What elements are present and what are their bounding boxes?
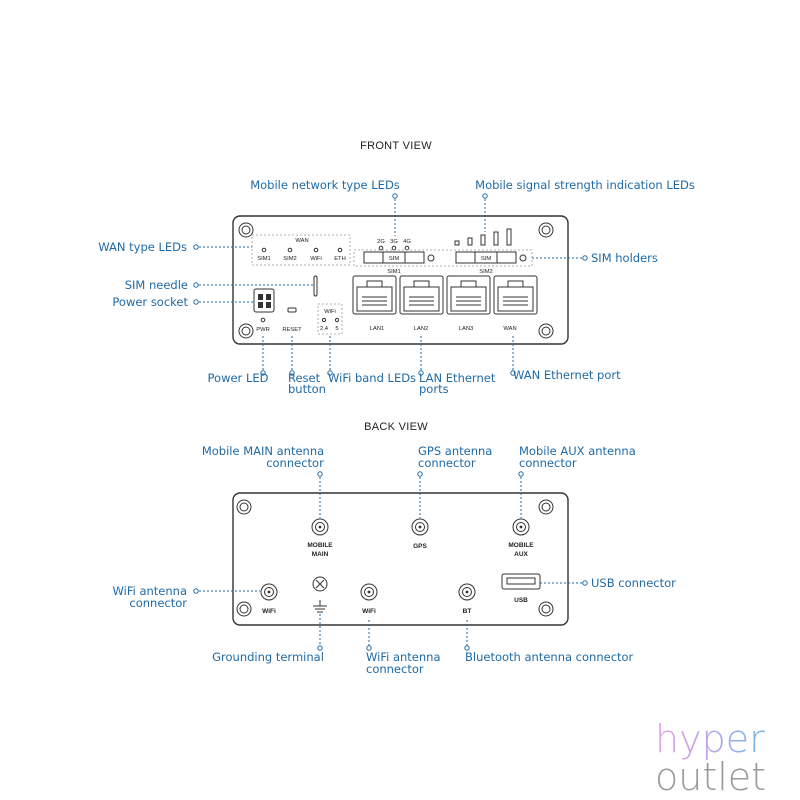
reset-button-callout-line2: button bbox=[288, 382, 326, 396]
eth-led-label: ETH bbox=[334, 256, 346, 262]
grounding-terminal-callout: Grounding terminal bbox=[212, 650, 324, 664]
power-socket-callout: Power socket bbox=[112, 295, 188, 309]
mobile-main-connector bbox=[311, 518, 329, 536]
pwr-label: PWR bbox=[256, 327, 270, 333]
eth-led bbox=[337, 247, 343, 253]
gps-connector bbox=[411, 518, 429, 536]
sim2-led-label: SIM2 bbox=[283, 256, 297, 262]
wifi-mid-label: WiFi bbox=[362, 608, 376, 615]
wifi-connector-mid bbox=[360, 583, 378, 601]
reset-button-callout: Reset bbox=[288, 371, 321, 385]
reset-button bbox=[287, 307, 297, 313]
mobile-aux-callout: Mobile AUX antenna bbox=[519, 444, 636, 458]
sim-holders-callout: SIM holders bbox=[591, 251, 658, 265]
wifi-left-callout-line2: connector bbox=[129, 596, 187, 610]
bt-label: BT bbox=[463, 608, 472, 615]
wifi-left-label: WiFi bbox=[262, 608, 276, 615]
front-device: WAN SIM1 SIM2 WiFi ETH 2G 3G 4G SIM bbox=[232, 215, 569, 345]
sim-needle bbox=[313, 275, 318, 297]
wifi-band-leds-callout: WiFi band LEDs bbox=[328, 371, 416, 385]
sim2-slot-text: SIM bbox=[481, 256, 491, 262]
sim1-slot-text: SIM bbox=[389, 256, 399, 262]
sim1-led-label: SIM1 bbox=[257, 256, 271, 262]
wifi-5-label: 5 bbox=[335, 326, 338, 332]
lan2-label: LAN2 bbox=[414, 326, 429, 332]
sim1-led bbox=[261, 247, 267, 253]
front-callouts: Mobile network type LEDs Mobile signal s… bbox=[98, 178, 695, 396]
grounding-terminal bbox=[312, 576, 328, 613]
gps-callout-line2: connector bbox=[418, 456, 476, 470]
wifi-led-label: WiFi bbox=[310, 256, 322, 262]
signal-strength-leds-callout: Mobile signal strength indication LEDs bbox=[475, 178, 695, 192]
mobile-main-callout: Mobile MAIN antenna bbox=[202, 444, 324, 458]
sim-needle-callout: SIM needle bbox=[125, 278, 188, 292]
bluetooth-connector bbox=[458, 583, 476, 601]
lan-ports-callout-line2: ports bbox=[419, 382, 449, 396]
3g-led-label: 3G bbox=[390, 239, 398, 245]
usb-connector-callout: USB connector bbox=[591, 576, 676, 590]
power-led bbox=[260, 317, 266, 323]
wifi-24-led bbox=[321, 317, 327, 323]
screw-icon bbox=[236, 499, 554, 617]
brand-logo: hyper outlet bbox=[655, 717, 766, 799]
lan3-port bbox=[446, 275, 491, 315]
wifi-mid-callout-line2: connector bbox=[366, 662, 424, 676]
sim1-slot-label: SIM1 bbox=[387, 269, 401, 275]
lan1-port bbox=[352, 275, 397, 315]
lan-ports-callout: LAN Ethernet bbox=[419, 371, 496, 385]
2g-led-label: 2G bbox=[377, 239, 385, 245]
wifi-left-callout: WiFi antenna bbox=[113, 584, 188, 598]
wifi-band-box-label: WiFi bbox=[324, 309, 336, 315]
sim2-slot-label: SIM2 bbox=[479, 269, 493, 275]
wifi-mid-callout: WiFi antenna bbox=[366, 650, 441, 664]
lan1-label: LAN1 bbox=[370, 326, 385, 332]
main-label: MAIN bbox=[312, 551, 329, 558]
mobile-network-type-leds-callout: Mobile network type LEDs bbox=[250, 178, 400, 192]
wifi-24-label: 2.4 bbox=[320, 326, 329, 332]
lan2-port bbox=[399, 275, 444, 315]
gps-callout: GPS antenna bbox=[418, 444, 492, 458]
gps-label: GPS bbox=[413, 543, 427, 550]
front-view-heading: FRONT VIEW bbox=[360, 140, 432, 152]
mobile-main-callout-line2: connector bbox=[266, 456, 324, 470]
mobile-main-label: MOBILE bbox=[307, 542, 333, 549]
wan-port-label: WAN bbox=[503, 326, 516, 332]
brand-line2: outlet bbox=[655, 755, 766, 799]
wifi-connector-left bbox=[260, 583, 278, 601]
back-callouts: Mobile MAIN antenna connector GPS antenn… bbox=[113, 444, 677, 676]
usb-port bbox=[501, 573, 541, 590]
mobile-aux-connector bbox=[512, 518, 530, 536]
back-view-heading: BACK VIEW bbox=[364, 421, 428, 433]
lan3-label: LAN3 bbox=[459, 326, 474, 332]
wan-led-group-label: WAN bbox=[295, 238, 308, 244]
wifi-5-led bbox=[334, 317, 340, 323]
screw-icon bbox=[238, 222, 554, 339]
4g-led-label: 4G bbox=[403, 239, 411, 245]
power-led-callout: Power LED bbox=[208, 371, 269, 385]
sim2-led bbox=[287, 247, 293, 253]
mobile-aux-label: MOBILE bbox=[508, 542, 534, 549]
wan-port-callout: WAN Ethernet port bbox=[513, 368, 621, 382]
usb-label: USB bbox=[514, 597, 528, 604]
power-socket bbox=[253, 288, 275, 313]
wifi-led bbox=[313, 247, 319, 253]
signal-strength-leds bbox=[454, 228, 512, 246]
reset-label: RESET bbox=[282, 327, 302, 333]
aux-label: AUX bbox=[514, 551, 528, 558]
wan-type-leds-callout: WAN type LEDs bbox=[98, 240, 187, 254]
brand-line1: hyper bbox=[655, 717, 765, 761]
mobile-aux-callout-line2: connector bbox=[519, 456, 577, 470]
bluetooth-callout: Bluetooth antenna connector bbox=[465, 650, 634, 664]
wan-port bbox=[493, 275, 538, 315]
back-device: MOBILE MAIN GPS MOBILE AUX WiFi WiFi BT bbox=[232, 492, 569, 626]
2g-led bbox=[378, 245, 384, 251]
